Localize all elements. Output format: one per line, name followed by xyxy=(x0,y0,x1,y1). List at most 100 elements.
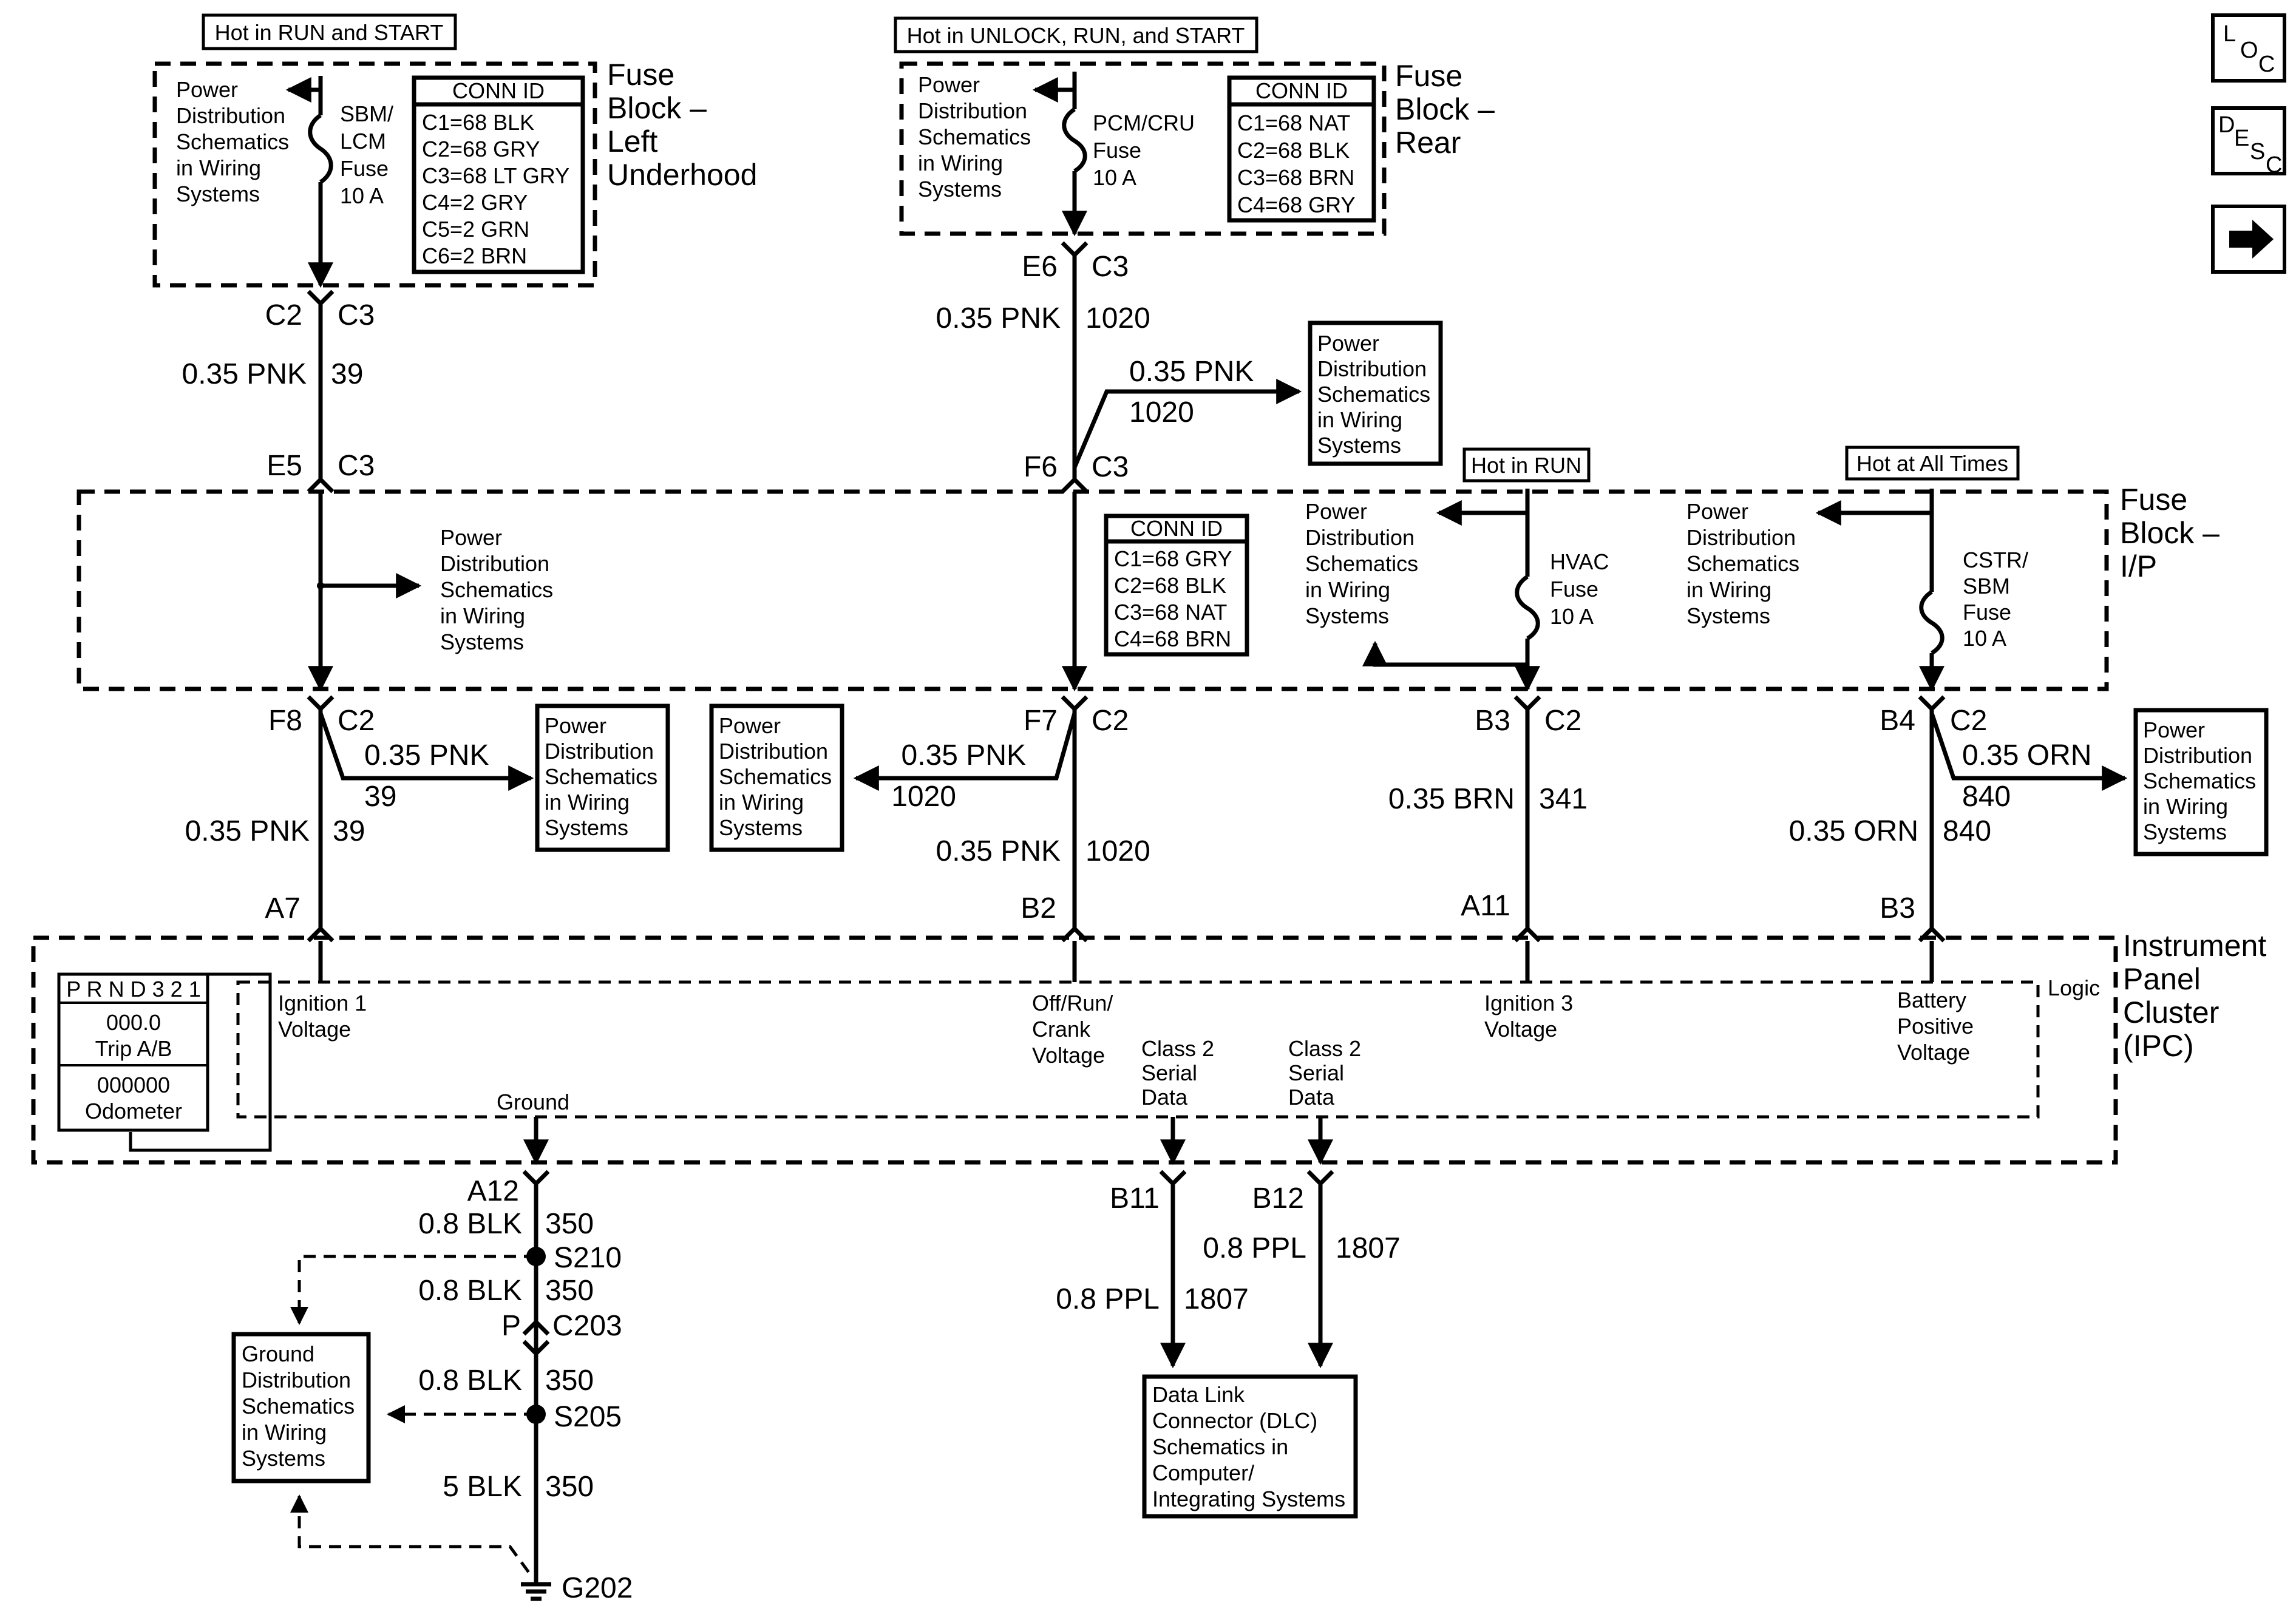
svg-text:Schematics: Schematics xyxy=(719,764,832,789)
svg-text:Voltage: Voltage xyxy=(1484,1017,1557,1042)
ground-g202-icon xyxy=(521,1582,551,1601)
svg-text:P: P xyxy=(501,1310,521,1342)
svg-text:LCM: LCM xyxy=(340,129,386,154)
svg-text:Power: Power xyxy=(1305,499,1367,524)
svg-text:10 A: 10 A xyxy=(1550,604,1594,629)
svg-text:B3: B3 xyxy=(1880,892,1915,924)
svg-text:0.8 PPL: 0.8 PPL xyxy=(1203,1232,1306,1264)
svg-text:E5: E5 xyxy=(267,450,302,482)
svg-text:in Wiring: in Wiring xyxy=(242,1420,327,1445)
svg-text:Distribution: Distribution xyxy=(1305,525,1415,550)
svg-text:C3=68 LT GRY: C3=68 LT GRY xyxy=(422,163,569,188)
svg-text:39: 39 xyxy=(364,781,396,813)
svg-text:1807: 1807 xyxy=(1184,1283,1249,1315)
svg-text:Computer/: Computer/ xyxy=(1152,1460,1254,1485)
fuse-cstr-sbm-symbol xyxy=(1919,590,1944,655)
fuse-sbm-lcm-symbol xyxy=(308,114,333,184)
svg-text:CONN ID: CONN ID xyxy=(1255,78,1348,103)
svg-text:in Wiring: in Wiring xyxy=(545,790,630,815)
circuit-1807: B11 B12 0.8 PPL 1807 0.8 PPL 1807 xyxy=(1056,1170,1401,1369)
fuse-block-ip: Fuse Block – I/P Power Distribution Sche… xyxy=(76,483,2220,692)
svg-text:Systems: Systems xyxy=(1686,603,1770,628)
svg-text:Data: Data xyxy=(1141,1085,1188,1110)
svg-text:Power: Power xyxy=(176,77,238,102)
svg-text:Systems: Systems xyxy=(918,177,1002,202)
svg-text:0.8 BLK: 0.8 BLK xyxy=(418,1208,522,1240)
svg-text:in Wiring: in Wiring xyxy=(1686,577,1771,602)
svg-text:Cluster: Cluster xyxy=(2123,995,2219,1029)
svg-text:G202: G202 xyxy=(562,1572,633,1604)
svg-text:F6: F6 xyxy=(1024,451,1058,483)
svg-text:C2: C2 xyxy=(265,299,302,331)
svg-text:Fuse: Fuse xyxy=(2120,483,2187,517)
svg-text:Distribution: Distribution xyxy=(242,1368,351,1392)
svg-text:Voltage: Voltage xyxy=(278,1017,351,1042)
svg-text:Data Link: Data Link xyxy=(1152,1382,1245,1407)
svg-text:C3=68 BRN: C3=68 BRN xyxy=(1237,165,1354,190)
svg-text:Block –: Block – xyxy=(607,91,707,125)
svg-text:Positive: Positive xyxy=(1897,1014,1974,1039)
svg-text:in Wiring: in Wiring xyxy=(918,151,1003,175)
svg-text:Voltage: Voltage xyxy=(1032,1043,1105,1068)
svg-text:Schematics: Schematics xyxy=(2143,768,2256,793)
svg-text:0.35 PNK: 0.35 PNK xyxy=(1129,356,1254,388)
svg-text:SBM: SBM xyxy=(1963,574,2010,598)
svg-text:B12: B12 xyxy=(1252,1182,1304,1215)
svg-text:D: D xyxy=(2218,112,2235,138)
svg-text:840: 840 xyxy=(1943,815,1991,847)
svg-text:10 A: 10 A xyxy=(340,183,384,208)
svg-text:C4=68 BRN: C4=68 BRN xyxy=(1114,626,1231,651)
svg-text:C4=2 GRY: C4=2 GRY xyxy=(422,190,528,215)
power-ref-rear: Power Distribution Schematics in Wiring … xyxy=(918,72,1031,202)
svg-text:Schematics: Schematics xyxy=(1686,551,1799,576)
svg-text:Trip A/B: Trip A/B xyxy=(95,1036,172,1061)
svg-text:Power: Power xyxy=(918,72,980,97)
svg-text:Distribution: Distribution xyxy=(918,98,1027,123)
svg-text:000.0: 000.0 xyxy=(106,1010,161,1035)
svg-text:Fuse: Fuse xyxy=(1395,59,1462,93)
svg-text:Ground: Ground xyxy=(497,1090,569,1114)
hot-label-all-times: Hot at All Times xyxy=(1845,446,2020,481)
svg-text:Off/Run/: Off/Run/ xyxy=(1032,991,1113,1015)
svg-text:C1=68 NAT: C1=68 NAT xyxy=(1237,110,1350,135)
svg-text:C2: C2 xyxy=(1092,705,1129,737)
circuit-840: B4 C2 0.35 ORN 840 0.35 ORN 840 B3 xyxy=(1789,695,2128,982)
svg-text:C2=68 BLK: C2=68 BLK xyxy=(1237,138,1350,163)
circuit-1020-upper: E6 C3 0.35 PNK 1020 0.35 PNK 1020 F6 C3 xyxy=(936,241,1302,493)
svg-text:1020: 1020 xyxy=(891,781,956,813)
loc-button[interactable]: L O C xyxy=(2211,13,2286,83)
svg-text:(IPC): (IPC) xyxy=(2123,1029,2194,1063)
svg-text:C3: C3 xyxy=(338,299,375,331)
svg-text:C2=68 GRY: C2=68 GRY xyxy=(422,137,540,161)
svg-text:Systems: Systems xyxy=(1305,603,1389,628)
circuit-39-upper: C2 C3 0.35 PNK 39 E5 C3 xyxy=(182,290,375,493)
svg-text:0.35 PNK: 0.35 PNK xyxy=(185,815,310,847)
svg-text:A7: A7 xyxy=(265,892,301,924)
fuse-pcm-cru-symbol xyxy=(1062,107,1087,173)
svg-text:C: C xyxy=(2258,52,2275,77)
svg-text:Power: Power xyxy=(719,713,781,738)
fuse-pcm-cru-label: PCM/CRU Fuse 10 A xyxy=(1093,110,1195,190)
conn-id-left-table: CONN ID C1=68 BLK C2=68 GRY C3=68 LT GRY… xyxy=(412,75,585,274)
fuse-block-left-underhood: Fuse Block – Left Underhood Power Distri… xyxy=(152,58,757,288)
odometer-display: P R N D 3 2 1 000.0 Trip A/B 000000 Odom… xyxy=(57,972,272,1152)
conn-id-ip-table: CONN ID C1=68 GRY C2=68 BLK C3=68 NAT C4… xyxy=(1104,514,1249,657)
power-ref-ip-cstr: Power Distribution Schematics in Wiring … xyxy=(1686,499,1799,628)
desc-button[interactable]: D E S C xyxy=(2211,106,2286,178)
hot-label-unlock-run-start: Hot in UNLOCK, RUN, and START xyxy=(894,16,1258,53)
svg-text:Schematics: Schematics xyxy=(918,124,1031,149)
instrument-panel-cluster: Instrument Panel Cluster (IPC) Logic Ign… xyxy=(31,929,2266,1165)
svg-text:000000: 000000 xyxy=(97,1073,170,1097)
svg-text:Systems: Systems xyxy=(176,181,260,206)
svg-text:Class 2: Class 2 xyxy=(1141,1036,1214,1061)
next-button[interactable] xyxy=(2211,205,2286,274)
svg-text:Schematics: Schematics xyxy=(242,1394,355,1419)
svg-text:Power: Power xyxy=(1686,499,1748,524)
svg-text:C3: C3 xyxy=(338,450,375,482)
svg-text:Fuse: Fuse xyxy=(340,156,389,181)
svg-text:0.35 PNK: 0.35 PNK xyxy=(936,835,1061,867)
svg-text:Underhood: Underhood xyxy=(607,158,757,192)
svg-text:Schematics: Schematics xyxy=(440,577,553,602)
svg-text:F7: F7 xyxy=(1024,705,1058,737)
svg-text:Distribution: Distribution xyxy=(1686,525,1796,550)
